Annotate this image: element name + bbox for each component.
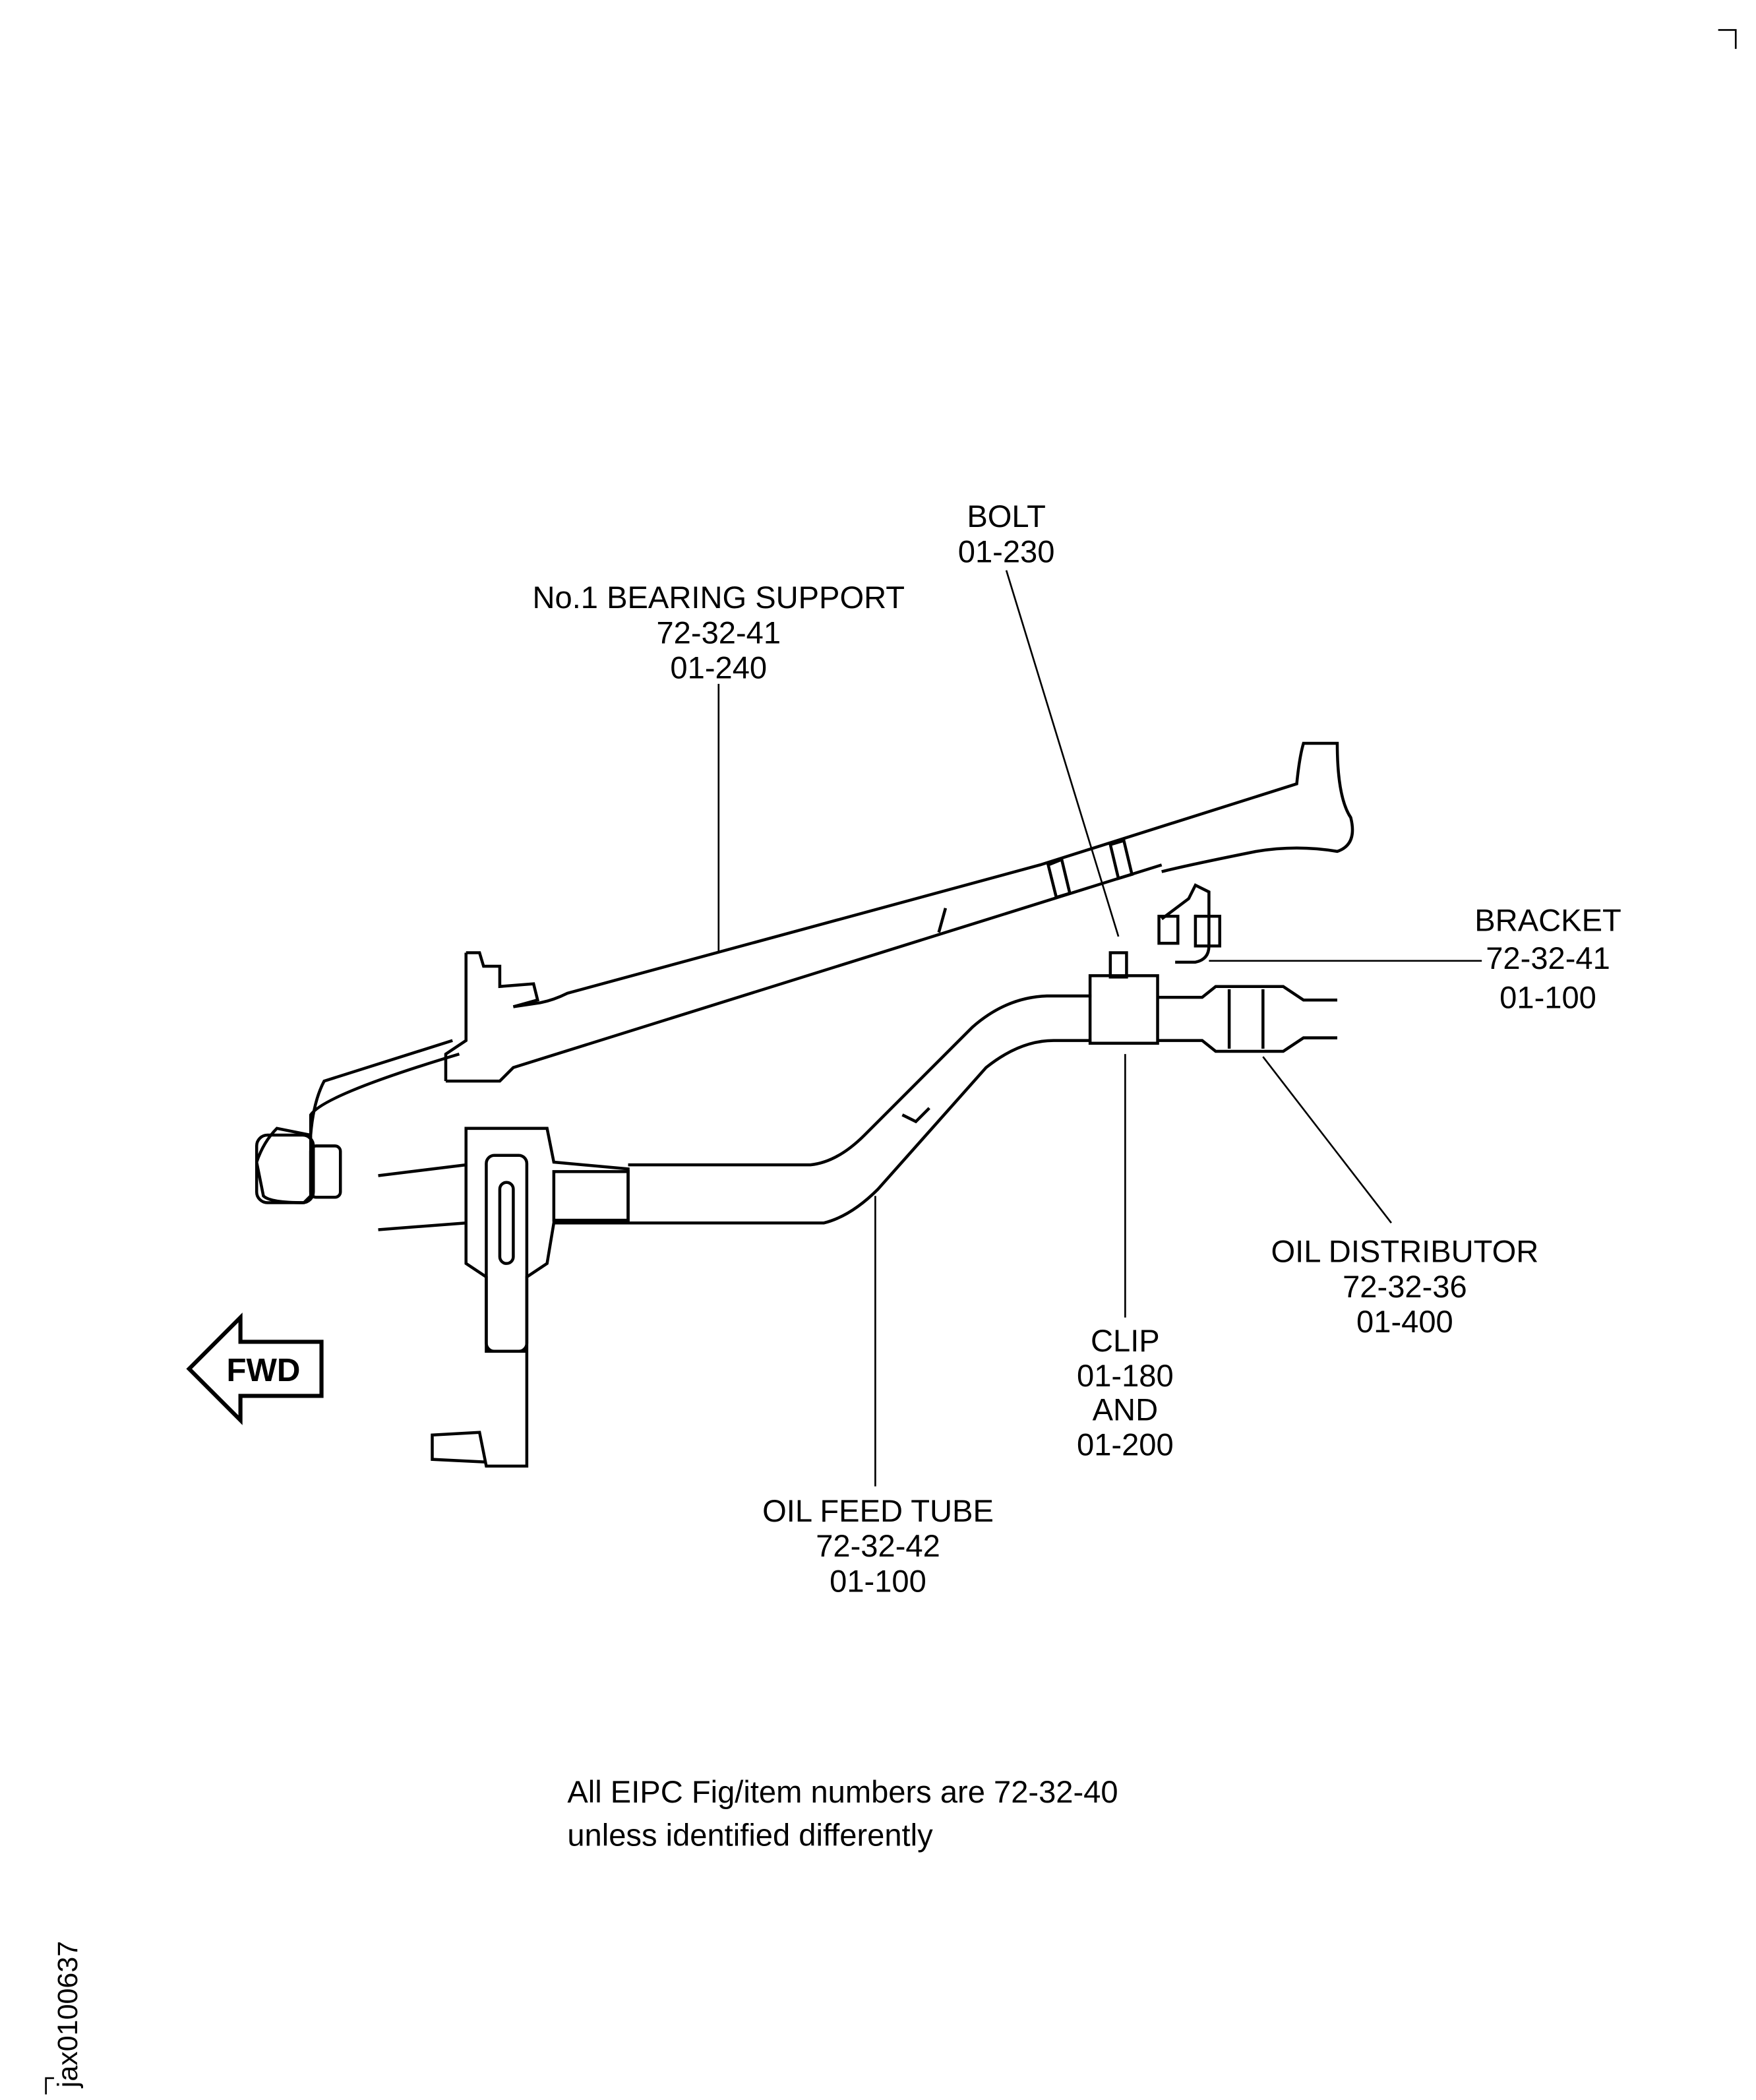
clip-drawing bbox=[1088, 974, 1159, 1045]
figure-id: jax0100637 bbox=[52, 1941, 84, 2089]
label-item: 01-400 bbox=[1356, 1304, 1453, 1339]
note-line-1: All EIPC Fig/item numbers are 72-32-40 bbox=[567, 1774, 1118, 1809]
label-name: OIL FEED TUBE bbox=[762, 1493, 994, 1528]
oil-distributor-drawing bbox=[1157, 985, 1337, 1053]
label-item: 01-180 bbox=[1077, 1358, 1174, 1393]
note-line-2: unless identified differently bbox=[567, 1818, 933, 1853]
label-name: No.1 BEARING SUPPORT bbox=[532, 580, 905, 615]
fwd-label: FWD bbox=[226, 1352, 300, 1388]
label-and: AND bbox=[1093, 1392, 1158, 1427]
label-bracket: BRACKET 72-32-41 01-100 bbox=[1474, 903, 1621, 1015]
label-item: 01-230 bbox=[958, 534, 1055, 569]
label-oil-feed-tube: OIL FEED TUBE 72-32-42 01-100 bbox=[762, 1493, 994, 1599]
label-bearing-support: No.1 BEARING SUPPORT 72-32-41 01-240 bbox=[532, 580, 905, 685]
label-name: CLIP bbox=[1091, 1323, 1160, 1358]
oil-feed-tube-drawing bbox=[378, 951, 1337, 1468]
label-item: 01-100 bbox=[830, 1563, 926, 1598]
label-fig: 72-32-42 bbox=[816, 1528, 940, 1563]
label-fig: 72-32-36 bbox=[1343, 1269, 1467, 1304]
label-name: BRACKET bbox=[1474, 903, 1621, 938]
leader-lines bbox=[717, 570, 1482, 1487]
label-item: 01-100 bbox=[1499, 979, 1596, 1014]
label-fig: 72-32-41 bbox=[656, 615, 781, 650]
label-clip: CLIP 01-180 AND 01-200 bbox=[1077, 1323, 1174, 1462]
label-name: OIL DISTRIBUTOR bbox=[1271, 1234, 1539, 1269]
label-oil-distributor: OIL DISTRIBUTOR 72-32-36 01-400 bbox=[1271, 1234, 1539, 1340]
fwd-arrow: FWD bbox=[186, 1312, 324, 1425]
label-item: 01-240 bbox=[670, 650, 767, 685]
label-bolt: BOLT 01-230 bbox=[958, 499, 1055, 569]
label-item: 01-200 bbox=[1077, 1427, 1174, 1462]
label-name: BOLT bbox=[967, 499, 1046, 534]
note: All EIPC Fig/item numbers are 72-32-40 u… bbox=[567, 1774, 1118, 1853]
corner-mark bbox=[1718, 29, 1737, 49]
figure-id-mark bbox=[45, 2077, 54, 2095]
label-fig: 72-32-41 bbox=[1486, 941, 1610, 975]
bearing-support-drawing bbox=[255, 741, 1354, 1204]
